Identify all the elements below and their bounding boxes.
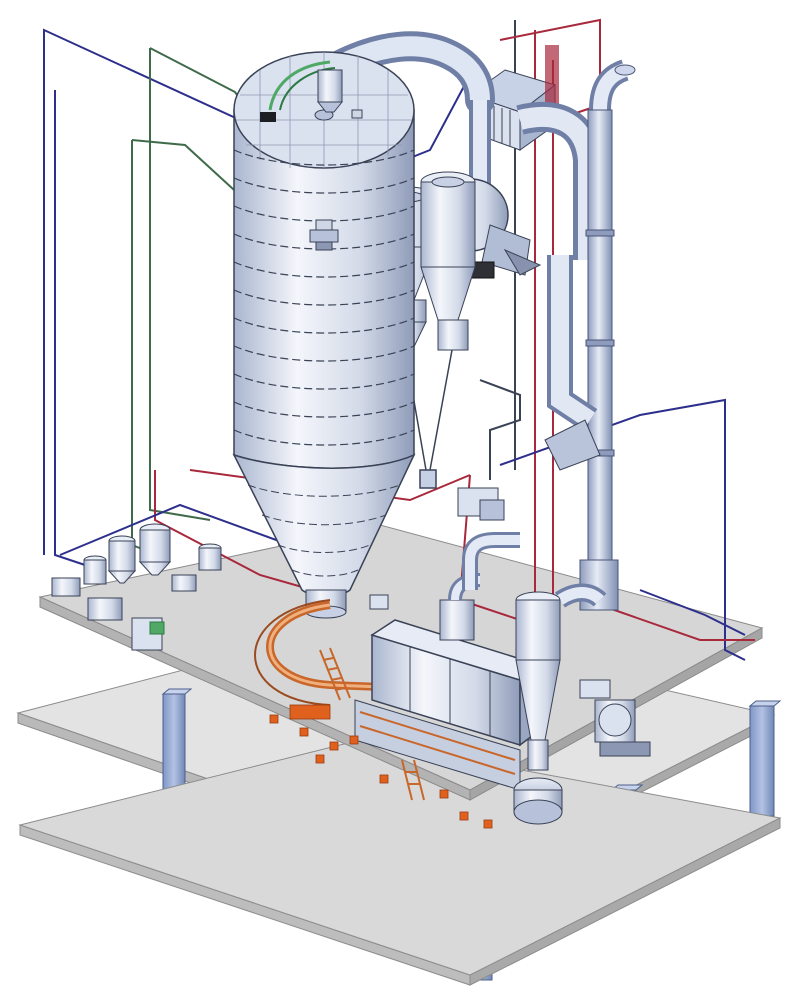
rotary-valve (513, 777, 563, 825)
inspection-port (309, 219, 339, 251)
red-pipe-top (499, 18, 601, 116)
column-5 (748, 700, 782, 817)
mid-equipment (369, 487, 505, 610)
cyclone-separator-2 (420, 171, 476, 351)
ladder (319, 647, 351, 701)
feed-preparation-tanks (51, 523, 222, 651)
feed-tank-3 (83, 555, 107, 585)
feed-tank-2 (138, 523, 172, 576)
dark-pipe-mid (479, 379, 521, 480)
fines-cyclone (462, 532, 607, 771)
secondary-fan (579, 679, 651, 757)
base-pads (269, 704, 493, 829)
blue-pipe-feed (59, 503, 291, 556)
green-pipe-4 (131, 139, 246, 201)
tower-rings (233, 149, 415, 446)
green-pipe-1 (149, 48, 211, 521)
feed-tank-4 (198, 543, 222, 571)
lower-slab (18, 739, 782, 986)
feed-tank-1 (107, 535, 137, 584)
spray-drying-tower (233, 51, 415, 469)
ladder-2 (401, 759, 425, 801)
blue-pipe-right-2 (639, 589, 746, 636)
red-pipe-right-2 (599, 604, 755, 641)
blue-pipe-left-drop (54, 90, 101, 571)
feed-pump-skid (51, 574, 197, 651)
exhaust-stack (544, 59, 636, 611)
fluid-bed-dryer (254, 573, 542, 829)
column-1 (161, 688, 193, 805)
